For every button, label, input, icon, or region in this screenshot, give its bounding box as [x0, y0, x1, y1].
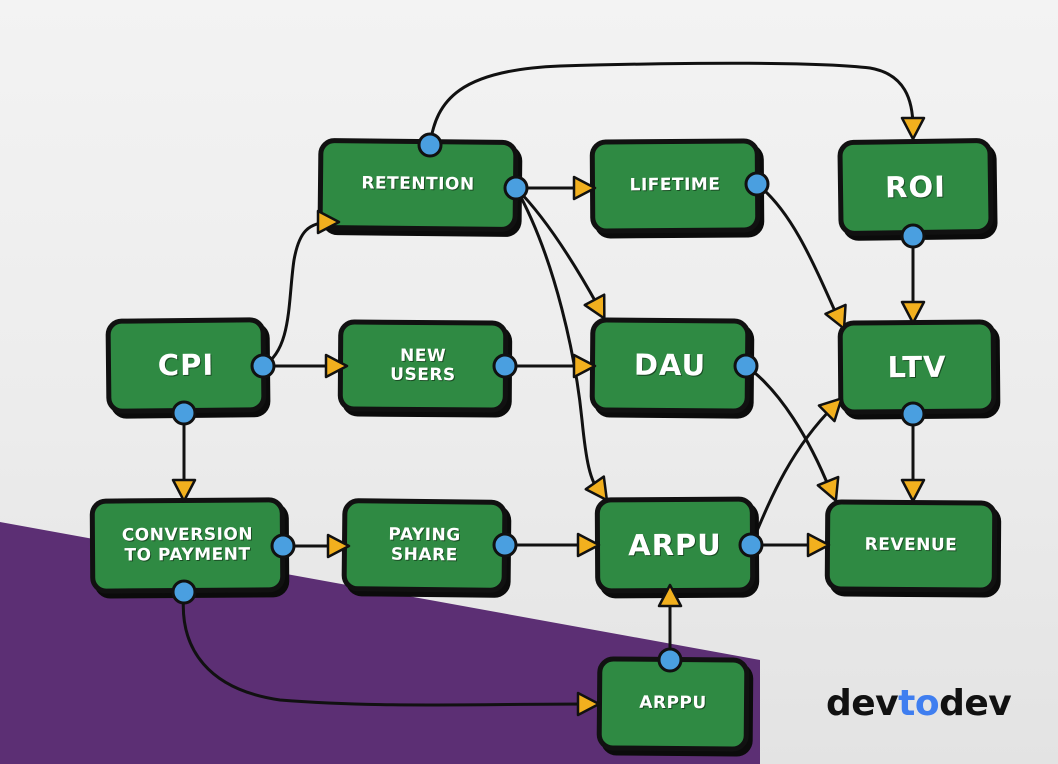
connector-dot-dau	[733, 353, 759, 379]
connector-dot-cpi	[250, 353, 276, 379]
arrow-head-new_users-to-dau	[572, 353, 597, 379]
logo-part-to: to	[898, 683, 940, 724]
connector-dot-arppu	[657, 647, 683, 673]
connector-dot-lifetime	[744, 171, 770, 197]
arrow-head-conversion-to-arppu	[576, 691, 601, 717]
arrow-head-conversion-to-paying_share	[326, 533, 351, 559]
arrow-head-lifetime-to-ltv	[824, 303, 847, 330]
connector-dot-arpu	[738, 532, 764, 558]
arrow-head-arpu-to-revenue	[806, 532, 831, 558]
arrow-head-roi-to-ltv	[900, 300, 926, 325]
connector-dot-conversion	[171, 579, 197, 605]
arrow-head-retention-to-roi	[900, 116, 926, 141]
edge-lifetime-to-ltv	[755, 182, 840, 320]
arrow-head-cpi-to-new_users	[324, 353, 349, 379]
connector-dot-conversion	[270, 533, 296, 559]
arrow-head-ltv-to-revenue	[900, 478, 926, 503]
arrow-head-retention-to-dau	[583, 293, 606, 320]
arrow-head-arppu-to-arpu	[657, 583, 683, 608]
logo-part-dev-2: dev	[939, 683, 1012, 724]
arrow-head-cpi-to-conversion	[171, 478, 197, 503]
connector-dot-roi	[900, 223, 926, 249]
edge-retention-to-roi	[428, 61, 915, 147]
edge-cpi-to-retention	[261, 220, 334, 368]
edge-dau-to-revenue	[744, 364, 832, 492]
edge-retention-to-dau	[514, 186, 600, 308]
arrow-head-arpu-to-ltv	[817, 397, 843, 423]
connector-dot-retention	[503, 175, 529, 201]
edge-retention-to-arpu	[514, 186, 602, 494]
arrow-head-retention-to-lifetime	[572, 175, 597, 201]
logo-part-dev: dev	[826, 683, 899, 724]
connector-dot-paying_share	[492, 532, 518, 558]
arrow-head-dau-to-revenue	[816, 475, 840, 502]
connector-dot-new_users	[492, 353, 518, 379]
edge-conversion-to-arppu	[181, 590, 592, 707]
connector-dot-ltv	[900, 401, 926, 427]
edge-arpu-to-ltv	[749, 404, 836, 547]
connector-dot-retention	[417, 132, 443, 158]
arrow-head-paying_share-to-arpu	[576, 532, 601, 558]
arrow-head-retention-to-arpu	[584, 475, 609, 502]
devtodev-logo: devtodev	[826, 683, 1012, 724]
connector-dot-cpi	[171, 400, 197, 426]
arrow-head-cpi-to-retention	[316, 209, 341, 235]
